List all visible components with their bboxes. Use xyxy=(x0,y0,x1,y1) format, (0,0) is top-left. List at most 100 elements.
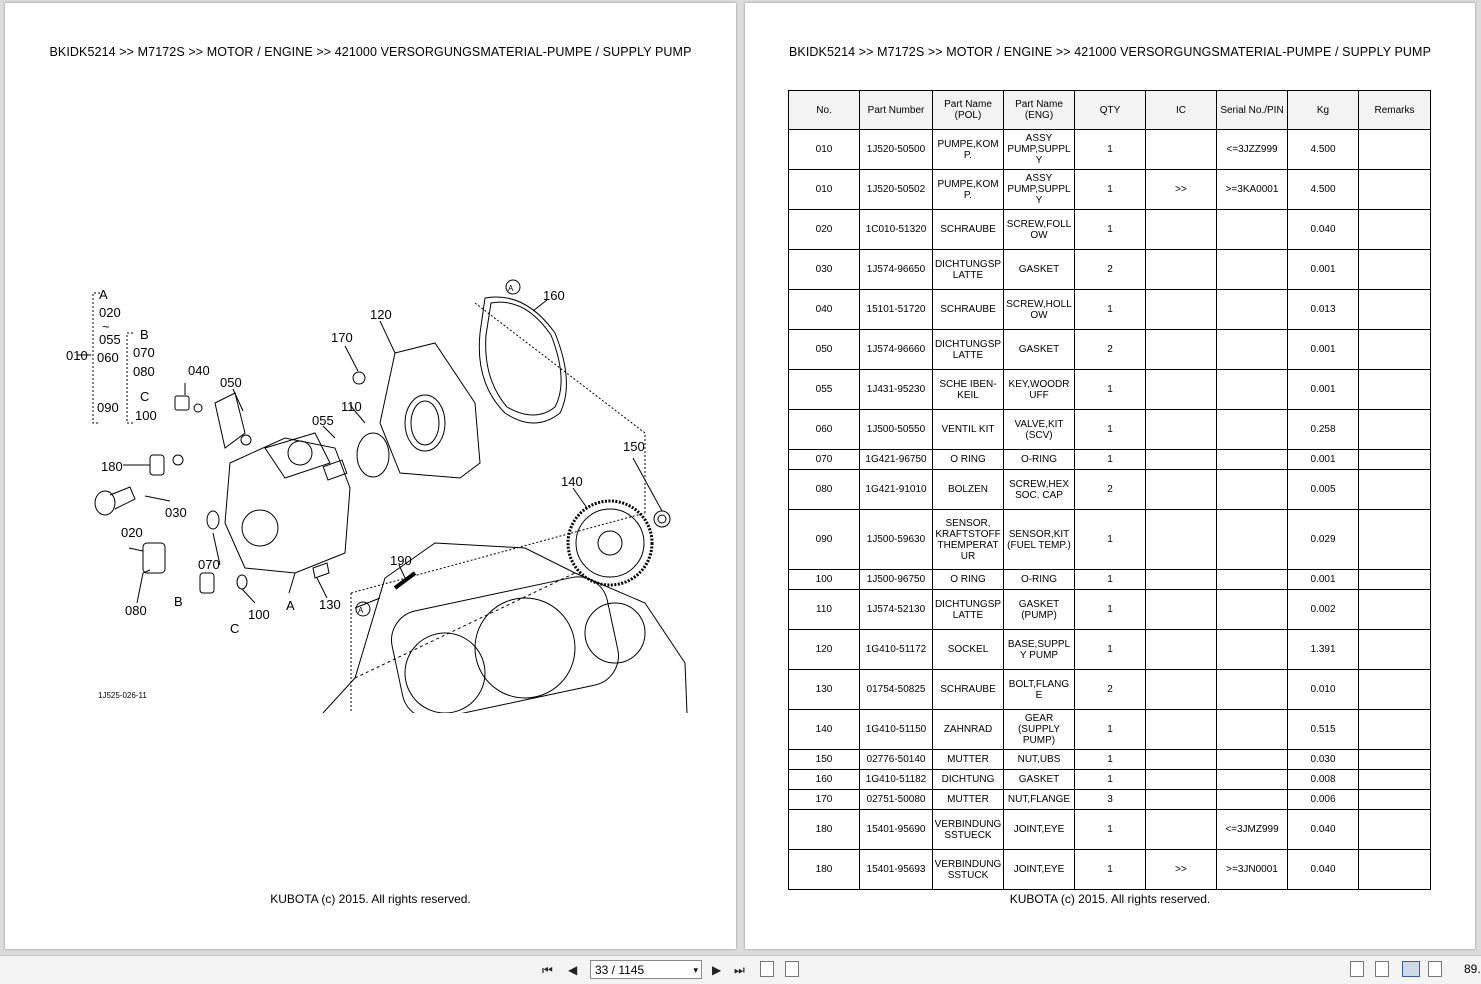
cell-qty: 3 xyxy=(1074,789,1146,810)
cell-serial xyxy=(1216,669,1288,710)
callout-label: B xyxy=(140,327,149,342)
callout-label: 050 xyxy=(220,375,242,390)
prev-page-icon[interactable]: ◀ xyxy=(568,963,578,977)
single-page-view-icon[interactable] xyxy=(1350,961,1364,977)
cell-qty: 1 xyxy=(1074,769,1146,790)
cell-part-name-eng: NUT,UBS xyxy=(1003,749,1075,770)
cell-remarks xyxy=(1358,469,1431,510)
callout-label: A xyxy=(508,284,514,293)
continuous-view-icon[interactable] xyxy=(1375,961,1389,977)
callout-label: 055 xyxy=(312,413,334,428)
cell-no: 100 xyxy=(788,569,860,590)
cell-kg: 0.008 xyxy=(1287,769,1359,790)
cell-no: 070 xyxy=(788,449,860,470)
cell-remarks xyxy=(1358,409,1431,450)
cell-no: 180 xyxy=(788,849,860,890)
cell-qty: 1 xyxy=(1074,209,1146,250)
two-page-continuous-view-icon[interactable] xyxy=(1428,961,1442,977)
cell-serial xyxy=(1216,589,1288,630)
callout-label: 070 xyxy=(133,345,155,360)
cell-part-number: 02751-50080 xyxy=(859,789,933,810)
first-page-icon[interactable]: ⏮ xyxy=(542,963,553,977)
cell-qty: 1 xyxy=(1074,369,1146,410)
cell-part-name-pol: PUMPE,KOM P. xyxy=(932,169,1004,210)
chevron-down-icon[interactable]: ▾ xyxy=(693,965,698,975)
last-page-icon[interactable]: ⏭ xyxy=(734,963,745,977)
cell-qty: 1 xyxy=(1074,809,1146,850)
page-number-input[interactable]: 33 / 1145 ▾ xyxy=(590,960,702,979)
copy-icon[interactable] xyxy=(760,961,774,977)
cell-kg: 4.500 xyxy=(1287,169,1359,210)
cell-kg: 0.001 xyxy=(1287,249,1359,290)
parts-table: No. Part Number Part Name (POL) Part Nam… xyxy=(788,90,1431,890)
cell-remarks xyxy=(1358,809,1431,850)
next-page-icon[interactable]: ▶ xyxy=(712,963,722,977)
cell-ic xyxy=(1145,129,1217,170)
cell-remarks xyxy=(1358,789,1431,810)
cell-part-name-eng: NUT,FLANGE xyxy=(1003,789,1075,810)
zoom-level[interactable]: 89. xyxy=(1464,962,1481,976)
table-header-row: No. Part Number Part Name (POL) Part Nam… xyxy=(788,90,1431,130)
figure-id: 1J525-026-11 xyxy=(98,691,147,700)
cell-part-number: 1G421-91010 xyxy=(859,469,933,510)
cell-part-name-pol: ZAHNRAD xyxy=(932,709,1004,750)
callout-label: 100 xyxy=(135,408,157,423)
cell-part-name-pol: O RING xyxy=(932,449,1004,470)
cell-part-name-pol: SCHRAUBE xyxy=(932,289,1004,330)
cell-remarks xyxy=(1358,289,1431,330)
cell-remarks xyxy=(1358,849,1431,890)
cell-part-name-eng: JOINT,EYE xyxy=(1003,809,1075,850)
callout-label: 100 xyxy=(248,607,270,622)
cell-part-name-eng: SCREW,FOLL OW xyxy=(1003,209,1075,250)
cell-part-name-eng: GASKET xyxy=(1003,329,1075,370)
cell-part-name-pol: VERBINDUNG SSTUCK xyxy=(932,849,1004,890)
cell-part-name-pol: MUTTER xyxy=(932,789,1004,810)
cell-remarks xyxy=(1358,249,1431,290)
cell-qty: 2 xyxy=(1074,669,1146,710)
cell-serial xyxy=(1216,369,1288,410)
cell-no: 090 xyxy=(788,509,860,570)
cell-remarks xyxy=(1358,709,1431,750)
cell-part-number: 1J574-96660 xyxy=(859,329,933,370)
cell-no: 020 xyxy=(788,209,860,250)
cell-qty: 1 xyxy=(1074,569,1146,590)
cell-remarks xyxy=(1358,669,1431,710)
cell-serial: >=3KA0001 xyxy=(1216,169,1288,210)
cell-kg: 0.258 xyxy=(1287,409,1359,450)
callout-label: A xyxy=(286,598,295,613)
cell-serial: <=3JMZ999 xyxy=(1216,809,1288,850)
copy-alt-icon[interactable] xyxy=(785,961,799,977)
callout-label: A xyxy=(358,606,364,615)
cell-remarks xyxy=(1358,769,1431,790)
cell-qty: 2 xyxy=(1074,329,1146,370)
cell-kg: 0.040 xyxy=(1287,849,1359,890)
two-page-view-icon[interactable] xyxy=(1402,961,1420,977)
cell-part-number: 1J574-52130 xyxy=(859,589,933,630)
cell-remarks xyxy=(1358,509,1431,570)
cell-remarks xyxy=(1358,169,1431,210)
cell-kg: 0.001 xyxy=(1287,369,1359,410)
cell-part-name-pol: SCHRAUBE xyxy=(932,669,1004,710)
cell-part-name-eng: VALVE,KIT (SCV) xyxy=(1003,409,1075,450)
callout-label: 130 xyxy=(319,597,341,612)
callout-label: A xyxy=(99,287,108,302)
cell-part-number: 15101-51720 xyxy=(859,289,933,330)
callout-label: 080 xyxy=(133,364,155,379)
cell-kg: 0.030 xyxy=(1287,749,1359,770)
callout-label: 020 xyxy=(121,525,143,540)
cell-kg: 0.013 xyxy=(1287,289,1359,330)
cell-serial xyxy=(1216,769,1288,790)
callout-label: 030 xyxy=(165,505,187,520)
cell-part-name-eng: BOLT,FLANG E xyxy=(1003,669,1075,710)
cell-no: 170 xyxy=(788,789,860,810)
cell-part-number: 15401-95690 xyxy=(859,809,933,850)
